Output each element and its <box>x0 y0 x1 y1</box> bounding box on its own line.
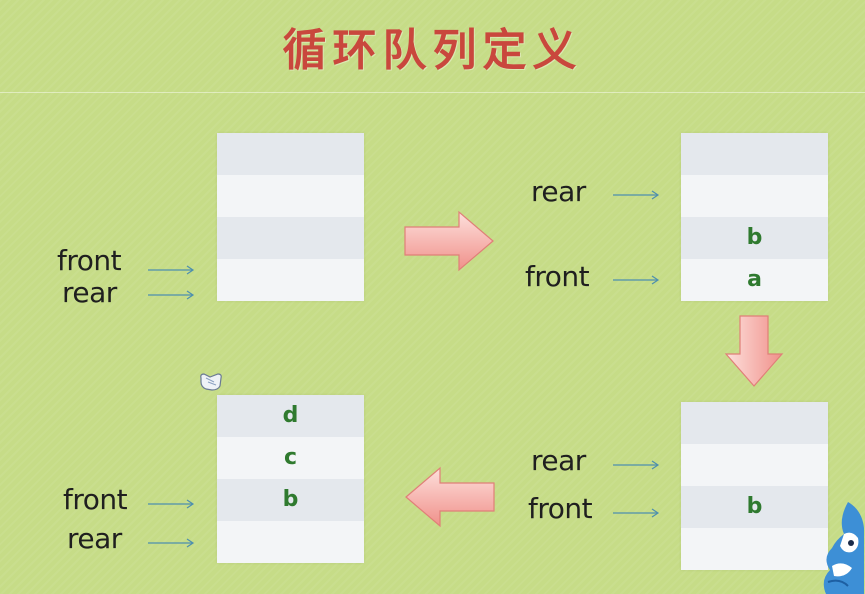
pointer-arrow-icon <box>613 460 660 470</box>
queue-slot <box>217 217 364 259</box>
rear-pointer-label: rear <box>67 522 122 555</box>
queue-slot <box>681 528 828 570</box>
left-arrow-icon <box>405 466 495 528</box>
queue-slot: d <box>217 395 364 437</box>
down-arrow-icon <box>724 315 784 387</box>
queue-panel-2: b a <box>681 133 828 301</box>
pointer-arrow-icon <box>148 538 195 548</box>
hand-cursor-icon <box>200 373 222 391</box>
pointer-arrow-icon <box>148 290 195 300</box>
queue-slot <box>681 444 828 486</box>
right-arrow-icon <box>404 210 494 272</box>
queue-slot: b <box>681 217 828 259</box>
queue-slot: b <box>681 486 828 528</box>
queue-slot <box>681 402 828 444</box>
front-pointer-label: front <box>63 483 128 516</box>
queue-slot <box>217 521 364 563</box>
pointer-arrow-icon <box>613 275 660 285</box>
front-pointer-label: front <box>525 260 590 293</box>
queue-panel-4: d c b <box>217 395 364 563</box>
title-divider <box>0 92 865 93</box>
queue-slot: b <box>217 479 364 521</box>
queue-slot: a <box>681 259 828 301</box>
queue-panel-3: b <box>681 402 828 570</box>
rear-pointer-label: rear <box>531 444 586 477</box>
queue-panel-1 <box>217 133 364 301</box>
pointer-arrow-icon <box>613 508 660 518</box>
queue-slot <box>217 175 364 217</box>
mascot-icon <box>823 502 864 594</box>
queue-slot <box>217 259 364 301</box>
front-pointer-label: front <box>57 244 122 277</box>
queue-slot <box>217 133 364 175</box>
pointer-arrow-icon <box>148 499 195 509</box>
pointer-arrow-icon <box>148 265 195 275</box>
queue-slot <box>681 133 828 175</box>
slide-title: 循环队列定义 <box>282 25 583 76</box>
rear-pointer-label: rear <box>531 175 586 208</box>
queue-slot: c <box>217 437 364 479</box>
pointer-arrow-icon <box>613 190 660 200</box>
rear-pointer-label: rear <box>62 276 117 309</box>
queue-slot <box>681 175 828 217</box>
front-pointer-label: front <box>528 492 593 525</box>
